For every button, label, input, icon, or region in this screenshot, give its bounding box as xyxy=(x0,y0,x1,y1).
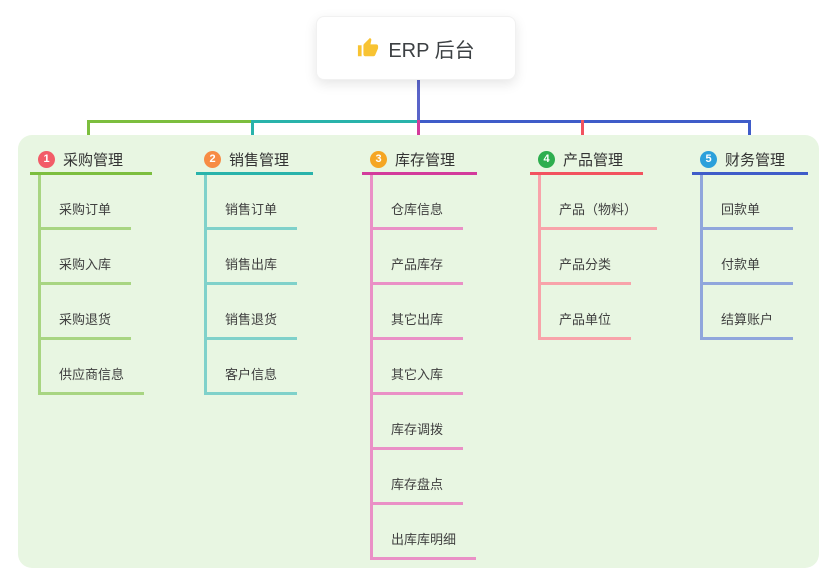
child-node[interactable]: 付款单 xyxy=(703,230,793,285)
child-node[interactable]: 供应商信息 xyxy=(41,340,145,395)
branch-children-list: 仓库信息产品库存其它出库其它入库库存调拨库存盘点出库库明细 xyxy=(370,175,477,560)
child-node[interactable]: 采购订单 xyxy=(41,175,132,230)
branch-header-finance[interactable]: 5 财务管理 xyxy=(692,146,808,175)
child-node[interactable]: 销售退货 xyxy=(207,285,298,340)
bus-line-sales xyxy=(251,120,420,123)
root-title: ERP 后台 xyxy=(388,39,475,62)
branch-sales: 2 销售管理 销售订单销售出库销售退货客户信息 xyxy=(196,146,313,395)
child-node[interactable]: 客户信息 xyxy=(207,340,298,395)
branch-label: 采购管理 xyxy=(63,151,124,169)
mindmap-panel xyxy=(18,135,819,568)
branch-header-product[interactable]: 4 产品管理 xyxy=(530,146,643,175)
child-node[interactable]: 结算账户 xyxy=(703,285,794,340)
branch-number-badge: 5 xyxy=(700,150,717,168)
branch-number-badge: 4 xyxy=(538,150,555,168)
child-node[interactable]: 回款单 xyxy=(703,175,793,230)
child-node[interactable]: 产品（物料） xyxy=(541,175,658,230)
root-connector-line xyxy=(417,80,420,123)
branch-header-inventory[interactable]: 3 库存管理 xyxy=(362,146,477,175)
child-node[interactable]: 出库库明细 xyxy=(373,505,477,560)
root-node[interactable]: ERP 后台 xyxy=(316,16,516,80)
child-node[interactable]: 库存调拨 xyxy=(373,395,464,450)
branch-label: 产品管理 xyxy=(563,151,624,169)
bus-line-purchase xyxy=(87,120,254,123)
branch-header-sales[interactable]: 2 销售管理 xyxy=(196,146,313,175)
branch-label: 财务管理 xyxy=(725,151,786,169)
thumbs-up-icon xyxy=(358,37,379,57)
child-node[interactable]: 采购入库 xyxy=(41,230,132,285)
child-node[interactable]: 产品分类 xyxy=(541,230,632,285)
child-node[interactable]: 其它入库 xyxy=(373,340,464,395)
branch-label: 库存管理 xyxy=(395,151,456,169)
child-node[interactable]: 销售出库 xyxy=(207,230,298,285)
child-node[interactable]: 产品单位 xyxy=(541,285,632,340)
branch-number-badge: 1 xyxy=(38,150,55,168)
branch-children-list: 产品（物料）产品分类产品单位 xyxy=(538,175,658,340)
branch-children-list: 回款单付款单结算账户 xyxy=(700,175,794,340)
branch-children-list: 销售订单销售出库销售退货客户信息 xyxy=(204,175,298,395)
child-node[interactable]: 库存盘点 xyxy=(373,450,464,505)
child-node[interactable]: 销售订单 xyxy=(207,175,298,230)
branch-number-badge: 2 xyxy=(204,150,221,168)
branch-label: 销售管理 xyxy=(229,151,290,169)
branch-children-list: 采购订单采购入库采购退货供应商信息 xyxy=(38,175,145,395)
child-node[interactable]: 采购退货 xyxy=(41,285,132,340)
branch-product: 4 产品管理 产品（物料）产品分类产品单位 xyxy=(530,146,658,340)
branch-inventory: 3 库存管理 仓库信息产品库存其它出库其它入库库存调拨库存盘点出库库明细 xyxy=(362,146,477,560)
branch-number-badge: 3 xyxy=(370,150,387,168)
branch-finance: 5 财务管理 回款单付款单结算账户 xyxy=(692,146,808,340)
child-node[interactable]: 产品库存 xyxy=(373,230,464,285)
branch-purchase: 1 采购管理 采购订单采购入库采购退货供应商信息 xyxy=(30,146,152,395)
child-node[interactable]: 仓库信息 xyxy=(373,175,464,230)
bus-line-right xyxy=(417,120,751,123)
branch-header-purchase[interactable]: 1 采购管理 xyxy=(30,146,152,175)
child-node[interactable]: 其它出库 xyxy=(373,285,464,340)
